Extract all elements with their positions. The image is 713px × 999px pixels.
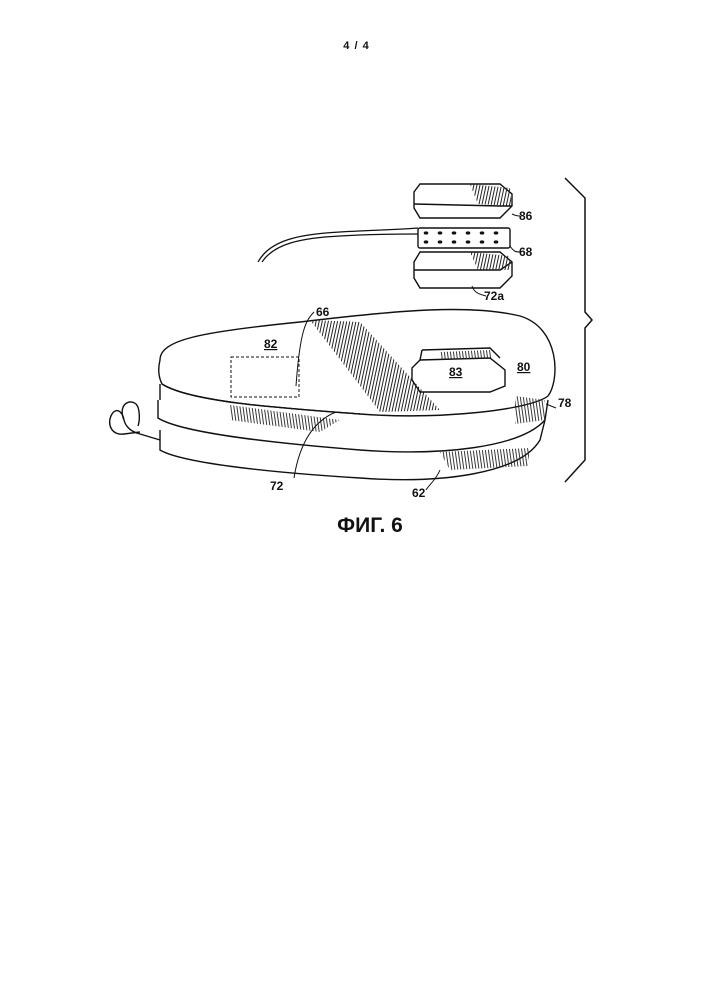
sensor-stack — [414, 184, 512, 288]
sensor-cable — [258, 228, 418, 262]
housing-assembly — [110, 309, 555, 479]
middle-layer-outline — [158, 400, 548, 452]
label-83: 83 — [449, 365, 463, 379]
label-68: 68 — [519, 245, 533, 259]
label-80: 80 — [517, 360, 531, 374]
figure-caption: ФИГ. 6 — [0, 514, 713, 538]
label-66: 66 — [316, 305, 330, 319]
label-72: 72 — [270, 479, 284, 493]
label-72a: 72a — [484, 289, 504, 303]
pull-tab — [110, 411, 160, 440]
label-82: 82 — [264, 337, 278, 351]
electrode-dots — [424, 231, 499, 243]
label-78: 78 — [558, 396, 572, 410]
brace — [565, 178, 592, 482]
label-86: 86 — [519, 209, 533, 223]
sensor-window-dashed — [231, 357, 299, 397]
electrode-layer-68 — [418, 228, 510, 248]
label-62: 62 — [412, 486, 426, 500]
